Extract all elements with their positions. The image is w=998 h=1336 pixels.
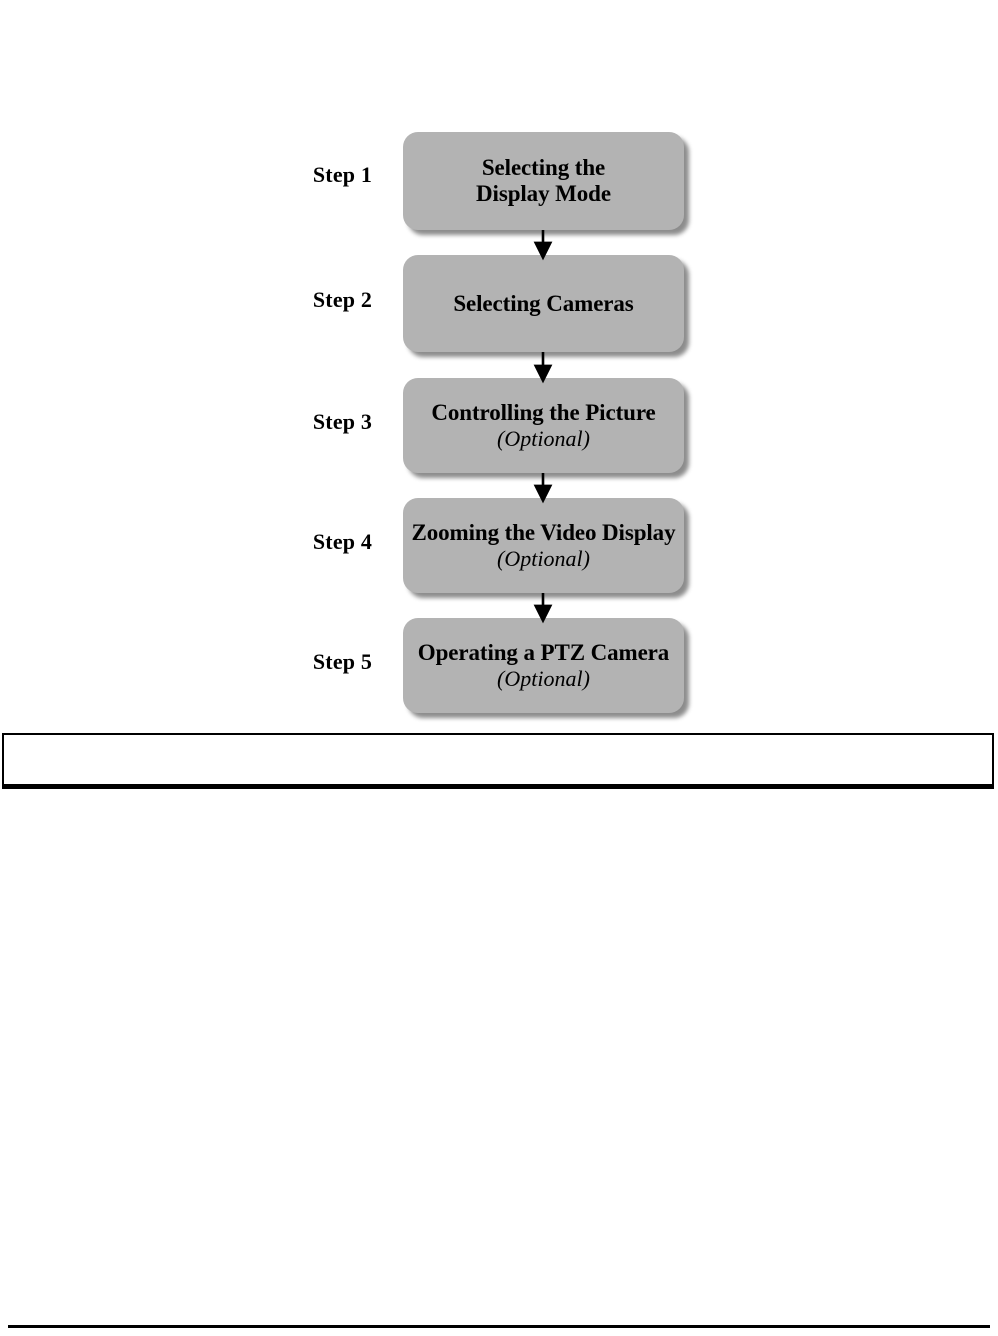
flow-box-step-4: Zooming the Video Display (Optional) bbox=[403, 498, 684, 593]
caption-box bbox=[2, 733, 994, 789]
flow-box-optional-3: (Optional) bbox=[497, 425, 590, 451]
flow-box-title-1-line1: Selecting the bbox=[481, 155, 606, 181]
step-label-5: Step 5 bbox=[312, 649, 373, 674]
flow-step-1: Step 1 Selecting the Display Mode bbox=[0, 132, 998, 230]
flow-box-optional-4: (Optional) bbox=[497, 545, 590, 571]
flow-step-5: Step 5 Operating a PTZ Camera (Optional) bbox=[0, 618, 998, 713]
flow-box-title-3: Controlling the Picture bbox=[431, 399, 656, 425]
flow-box-step-5: Operating a PTZ Camera (Optional) bbox=[403, 618, 684, 713]
flow-box-title-2: Selecting Cameras bbox=[453, 290, 634, 316]
flow-step-2: Step 2 Selecting Cameras bbox=[0, 255, 998, 352]
flow-box-step-1: Selecting the Display Mode bbox=[403, 132, 684, 230]
flow-step-3: Step 3 Controlling the Picture (Optional… bbox=[0, 378, 998, 473]
flow-step-4: Step 4 Zooming the Video Display (Option… bbox=[0, 498, 998, 593]
flow-box-title-4: Zooming the Video Display bbox=[411, 519, 676, 545]
caption-box-text bbox=[4, 735, 992, 747]
flow-box-step-3: Controlling the Picture (Optional) bbox=[403, 378, 684, 473]
step-label-4: Step 4 bbox=[312, 529, 373, 554]
operation-flow-diagram: Step 1 Selecting the Display Mode Step 2… bbox=[0, 132, 998, 713]
step-label-1: Step 1 bbox=[312, 162, 373, 187]
footer-rule bbox=[8, 1325, 990, 1328]
flow-box-optional-5: (Optional) bbox=[497, 665, 590, 691]
flow-box-title-1-line2: Display Mode bbox=[476, 181, 611, 206]
flow-box-title-5: Operating a PTZ Camera bbox=[417, 639, 670, 665]
flow-box-step-2: Selecting Cameras bbox=[403, 255, 684, 352]
step-label-3: Step 3 bbox=[312, 409, 373, 434]
step-label-2: Step 2 bbox=[312, 287, 373, 312]
